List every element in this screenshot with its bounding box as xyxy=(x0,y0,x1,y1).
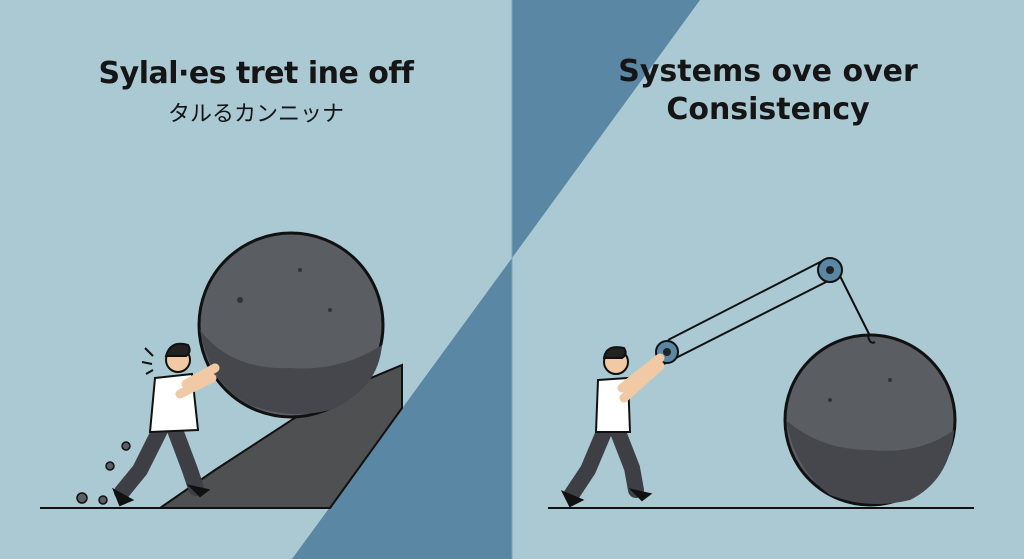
pulley-wheel-top xyxy=(817,257,843,283)
right-panel: Systems ove over Consistency xyxy=(512,0,1024,559)
right-title-line1: Systems ove over xyxy=(618,54,918,89)
boulder-left xyxy=(197,231,385,419)
pulley-rope xyxy=(661,257,871,366)
person-pushing-boulder xyxy=(112,342,220,507)
left-title-line2: タルるカンニッナ xyxy=(167,102,344,127)
effort-marks xyxy=(141,347,154,375)
diagonal-band xyxy=(512,0,700,258)
right-title-line2: Consistency xyxy=(666,92,870,127)
left-panel: Sylal·es tret ine off タルるカンニッナ xyxy=(98,56,414,127)
left-title-line1: Sylal·es tret ine off xyxy=(98,56,414,91)
boulder-right xyxy=(783,333,957,507)
person-using-pulley xyxy=(560,346,665,508)
pebbles xyxy=(76,441,131,505)
